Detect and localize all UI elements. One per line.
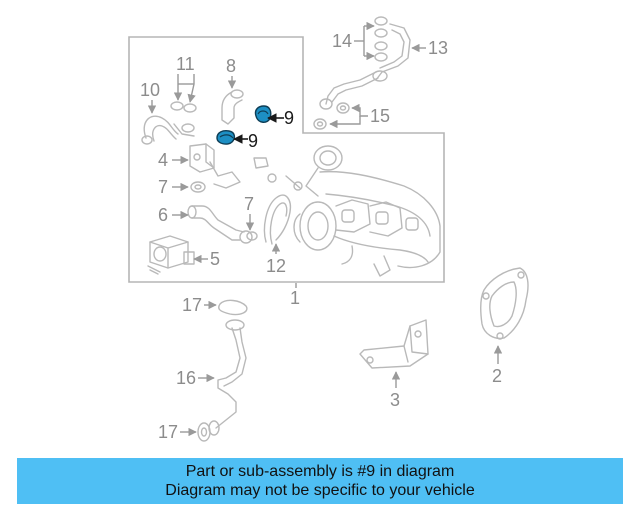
callout-17-lower: 17 (158, 422, 178, 442)
part-12-pipe (263, 194, 292, 245)
part-9-clip-lower (216, 130, 236, 145)
callout-11: 11 (176, 54, 195, 74)
assembly-frame (128, 36, 445, 283)
part-10-hose (141, 115, 179, 145)
part-14-fittings (374, 16, 388, 62)
callout-4: 4 (158, 150, 168, 170)
part-6-hose (187, 205, 253, 244)
callout-7-middle: 7 (244, 194, 254, 214)
part-9-clip-upper (254, 105, 272, 123)
part-11-clamps (170, 101, 197, 137)
callout-13: 13 (428, 38, 448, 58)
info-banner: Part or sub-assembly is #9 in diagram Di… (17, 458, 623, 504)
part-2-gasket (479, 267, 529, 340)
callout-17-upper: 17 (182, 295, 202, 315)
part-8-hose (221, 89, 244, 125)
callout-14: 14 (332, 31, 352, 51)
callout-8: 8 (226, 56, 236, 76)
callout-10: 10 (140, 80, 160, 100)
part-7-clamp-left (190, 181, 206, 193)
callout-2: 2 (492, 366, 502, 386)
callout-3: 3 (390, 390, 400, 410)
callout-12: 12 (266, 256, 286, 276)
callout-7-left: 7 (158, 177, 168, 197)
callout-9-upper: 9 (284, 108, 294, 128)
callout-6: 6 (158, 205, 168, 225)
part-7-clamp-middle (246, 231, 258, 241)
bolts-small (267, 173, 303, 191)
callout-9-lower: 9 (248, 131, 258, 151)
callout-15: 15 (370, 106, 390, 126)
part-16-pipe (208, 319, 247, 436)
part-15-washers (313, 102, 350, 130)
callout-16: 16 (176, 368, 196, 388)
banner-line-1: Part or sub-assembly is #9 in diagram (185, 463, 455, 480)
part-1-turbocharger (293, 145, 441, 277)
part-17-gasket-upper (218, 299, 248, 316)
part-5-valve (147, 235, 195, 275)
banner-line-2: Diagram may not be specific to your vehi… (165, 482, 475, 499)
part-13-pipe (319, 23, 411, 110)
part-4-bracket (189, 143, 269, 189)
callout-5: 5 (210, 249, 220, 269)
callout-1: 1 (290, 288, 300, 308)
part-3-bracket (359, 319, 429, 369)
part-17-gasket-lower (197, 422, 211, 442)
